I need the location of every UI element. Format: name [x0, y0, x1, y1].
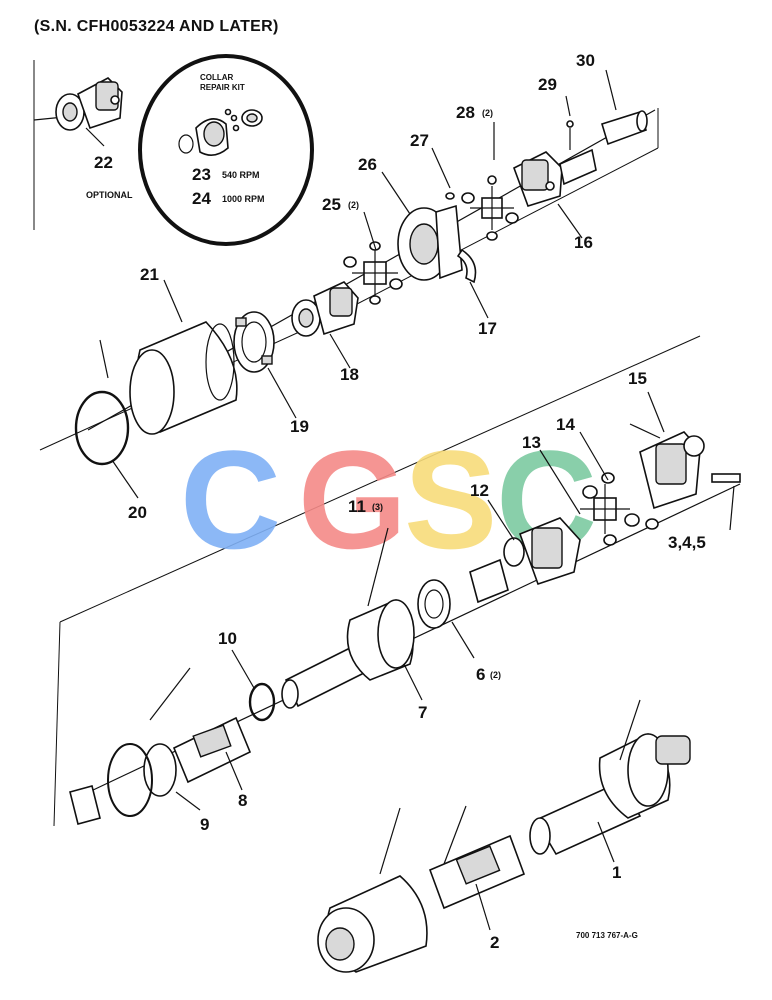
serial-number-heading: (S.N. CFH0053224 AND LATER) [34, 18, 279, 35]
part-27-28-grease-cross [445, 175, 519, 241]
watermark-letter-c1: C [180, 421, 281, 578]
callout-17: 17 [478, 319, 497, 338]
callout-labels: 22 OPTIONAL COLLAR REPAIR KIT 23 540 RPM… [86, 51, 706, 952]
callout-20: 20 [128, 503, 147, 522]
callout-11: 11 [348, 497, 366, 516]
callout-19: 19 [290, 417, 309, 436]
callout-6-qty: (2) [490, 670, 501, 680]
watermark-letter-g: G [298, 421, 407, 578]
part-7-outer-half-assembly [281, 527, 415, 709]
callout-23-text: 540 RPM [222, 170, 260, 180]
part-8-9-inner-shield [69, 667, 252, 825]
part-22-optional-yoke [55, 77, 123, 131]
part-18-inner-yoke [291, 281, 359, 337]
callout-15: 15 [628, 369, 647, 388]
callout-1: 1 [612, 863, 621, 882]
kit-title-line-1: COLLAR [200, 73, 234, 82]
part-21-guard-cone [99, 321, 238, 435]
callout-11-qty: (3) [372, 502, 383, 512]
callout-28-qty: (2) [482, 108, 493, 118]
callout-24-text: 1000 RPM [222, 194, 265, 204]
part-2-inner-half [317, 805, 526, 973]
part-1-outer-half [529, 699, 691, 856]
callout-16: 16 [574, 233, 593, 252]
callout-12: 12 [470, 481, 489, 500]
callout-22: 22 [94, 153, 113, 172]
cgsc-watermark: C G S C [180, 421, 597, 578]
callout-23: 23 [192, 165, 211, 184]
part-13-14-cross-kit [580, 472, 659, 546]
part-29-30-tube-end [566, 110, 648, 150]
part-12-inner-yoke [503, 517, 581, 586]
part-6-bearing-rings [417, 558, 509, 629]
callout-7: 7 [418, 703, 427, 722]
callout-26: 26 [358, 155, 377, 174]
part-19-bearing-ring [233, 311, 275, 373]
callout-28: 28 [456, 103, 475, 122]
part-16-outer-yoke [513, 148, 597, 207]
part-17-crescent-plate [456, 248, 477, 284]
callout-2: 2 [490, 933, 499, 952]
callout-10: 10 [218, 629, 237, 648]
callout-27: 27 [410, 131, 429, 150]
callout-14: 14 [556, 415, 575, 434]
callout-6: 6 [476, 665, 485, 684]
part-20-guard-ring [74, 390, 130, 466]
collar-repair-kit-circle [138, 54, 314, 246]
callout-18: 18 [340, 365, 359, 384]
callout-3-4-5: 3,4,5 [668, 533, 706, 552]
callout-25: 25 [322, 195, 341, 214]
callout-leader-lines [85, 69, 735, 931]
callout-8: 8 [238, 791, 247, 810]
part-15-tractor-yoke [629, 423, 741, 510]
callout-9: 9 [200, 815, 209, 834]
kit-title-line-2: REPAIR KIT [200, 83, 245, 92]
part-26-cv-housing [397, 204, 463, 281]
callout-13: 13 [522, 433, 541, 452]
callout-21: 21 [140, 265, 159, 284]
figure-id: 700 713 767-A-G [576, 931, 638, 940]
watermark-letter-s: S [404, 421, 497, 578]
callout-29: 29 [538, 75, 557, 94]
callout-25-qty: (2) [348, 200, 359, 210]
callout-24: 24 [192, 189, 211, 208]
callout-22-note: OPTIONAL [86, 190, 133, 200]
callout-30: 30 [576, 51, 595, 70]
part-10-snap-ring [248, 682, 276, 722]
